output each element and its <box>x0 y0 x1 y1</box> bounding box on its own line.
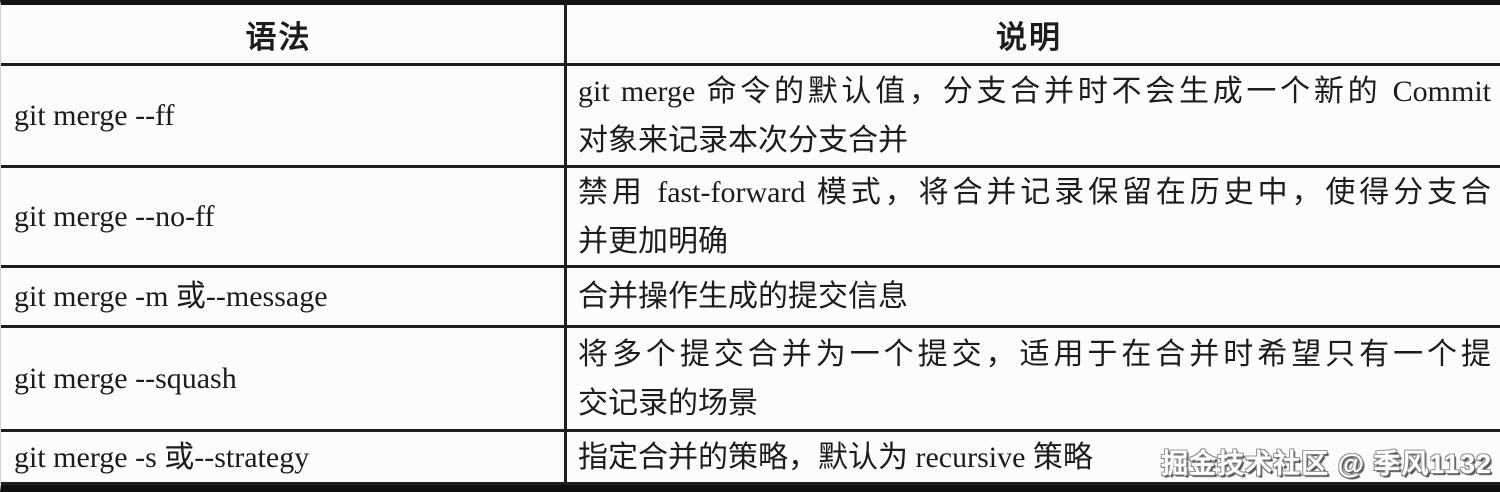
column-header-description: 说明 <box>567 5 1500 63</box>
table-row: git merge -m 或--message 合并操作生成的提交信息 <box>1 268 1500 328</box>
description-cell: 合并操作生成的提交信息 <box>567 268 1500 325</box>
description-line: 并更加明确 <box>578 224 728 258</box>
syntax-cell: git merge --no-ff <box>1 168 567 265</box>
table-header-row: 语法 说明 <box>1 5 1500 66</box>
description-line: git merge 命令的默认值，分支合并时不会生成一个新的 Commit <box>578 74 1491 108</box>
column-header-syntax-label: 语法 <box>245 19 312 55</box>
description-line: 交记录的场景 <box>578 386 758 420</box>
description-line: 禁用 fast-forward 模式，将合并记录保留在历史中，使得分支合 <box>578 175 1491 209</box>
syntax-text: git merge --no-ff <box>14 200 215 233</box>
table-row: git merge --squash 将多个提交合并为一个提交，适用于在合并时希… <box>1 328 1500 432</box>
description-line: 对象来记录本次分支合并 <box>578 123 908 157</box>
column-header-syntax: 语法 <box>1 5 567 63</box>
description-cell: 指定合并的策略，默认为 recursive 策略 <box>567 432 1500 482</box>
table-row: git merge -s 或--strategy 指定合并的策略，默认为 rec… <box>1 432 1500 485</box>
description-cell: git merge 命令的默认值，分支合并时不会生成一个新的 Commit 对象… <box>567 66 1500 165</box>
syntax-text: git merge -s 或--strategy <box>14 440 310 474</box>
watermark: 掘金技术社区 @ 季风1132 <box>1161 449 1492 479</box>
syntax-text: git merge -m 或--message <box>14 280 328 313</box>
syntax-cell: git merge --squash <box>1 328 567 429</box>
description-line: 将多个提交合并为一个提交，适用于在合并时希望只有一个提 <box>578 337 1491 371</box>
description-cell: 禁用 fast-forward 模式，将合并记录保留在历史中，使得分支合 并更加… <box>567 168 1500 265</box>
syntax-text: git merge --squash <box>14 362 237 395</box>
column-header-description-label: 说明 <box>996 19 1062 55</box>
table-row: git merge --ff git merge 命令的默认值，分支合并时不会生… <box>1 66 1500 168</box>
description-cell: 将多个提交合并为一个提交，适用于在合并时希望只有一个提 交记录的场景 <box>567 328 1500 429</box>
description-line: 合并操作生成的提交信息 <box>578 280 908 313</box>
syntax-cell: git merge --ff <box>1 66 567 165</box>
table-row: git merge --no-ff 禁用 fast-forward 模式，将合并… <box>1 168 1500 268</box>
description-line: 指定合并的策略，默认为 recursive 策略 <box>578 440 1093 474</box>
syntax-cell: git merge -s 或--strategy <box>1 432 567 482</box>
syntax-text: git merge --ff <box>14 99 175 132</box>
syntax-cell: git merge -m 或--message <box>1 268 567 325</box>
